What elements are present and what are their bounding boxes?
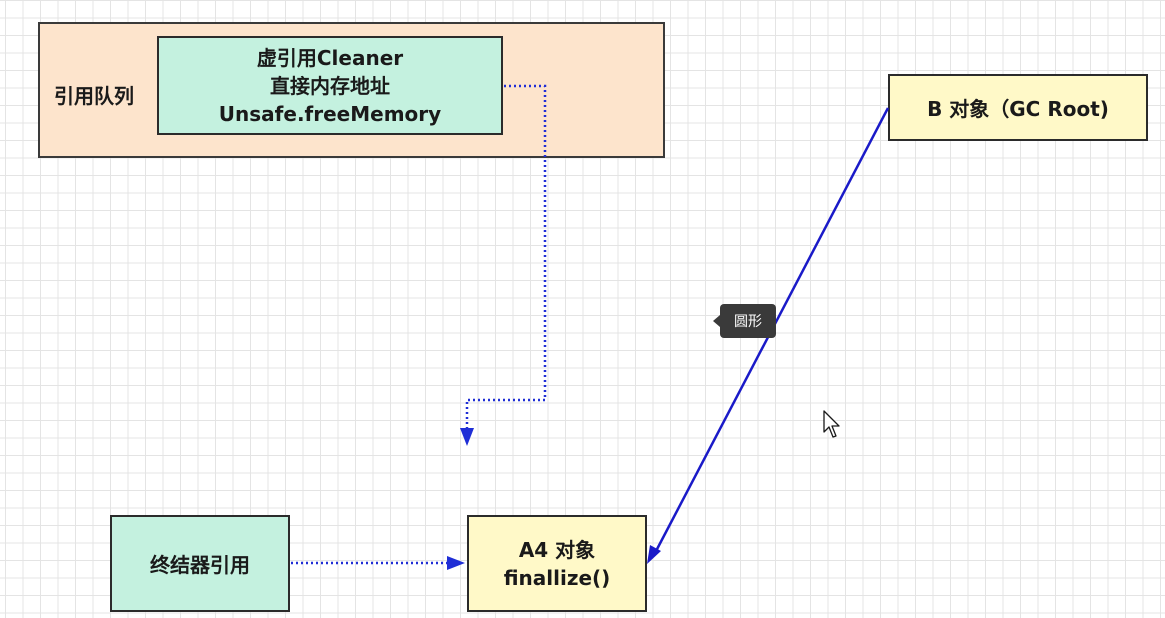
a4-object-box[interactable]: A4 对象 finallize() — [467, 515, 647, 612]
finalizer-reference-box[interactable]: 终结器引用 — [110, 515, 290, 612]
cleaner-line-2: 直接内存地址 — [270, 73, 390, 98]
b-object-gc-root-box[interactable]: B 对象（GC Root) — [888, 74, 1148, 141]
b-object-label: B 对象（GC Root) — [927, 97, 1109, 121]
mouse-pointer-icon — [823, 410, 840, 438]
cleaner-to-a4-dotted-connector[interactable] — [465, 84, 547, 432]
phantom-cleaner-box[interactable]: 虚引用Cleaner 直接内存地址 Unsafe.freeMemory — [157, 36, 503, 135]
finalizer-arrowhead — [447, 556, 465, 570]
cleaner-line-1: 虚引用Cleaner — [256, 45, 404, 70]
a4-object-line-1: A4 对象 — [518, 537, 596, 562]
cleaner-connector-arrowhead — [460, 428, 474, 446]
a4-object-line-2: finallize() — [503, 565, 611, 590]
cleaner-line-3: Unsafe.freeMemory — [218, 101, 442, 126]
b-to-a4-arrowhead — [647, 545, 661, 564]
shape-tooltip: 圆形 — [713, 304, 776, 338]
reference-queue-label: 引用队列 — [54, 84, 134, 108]
tooltip-text: 圆形 — [734, 314, 762, 330]
finalizer-reference-label: 终结器引用 — [150, 553, 250, 577]
